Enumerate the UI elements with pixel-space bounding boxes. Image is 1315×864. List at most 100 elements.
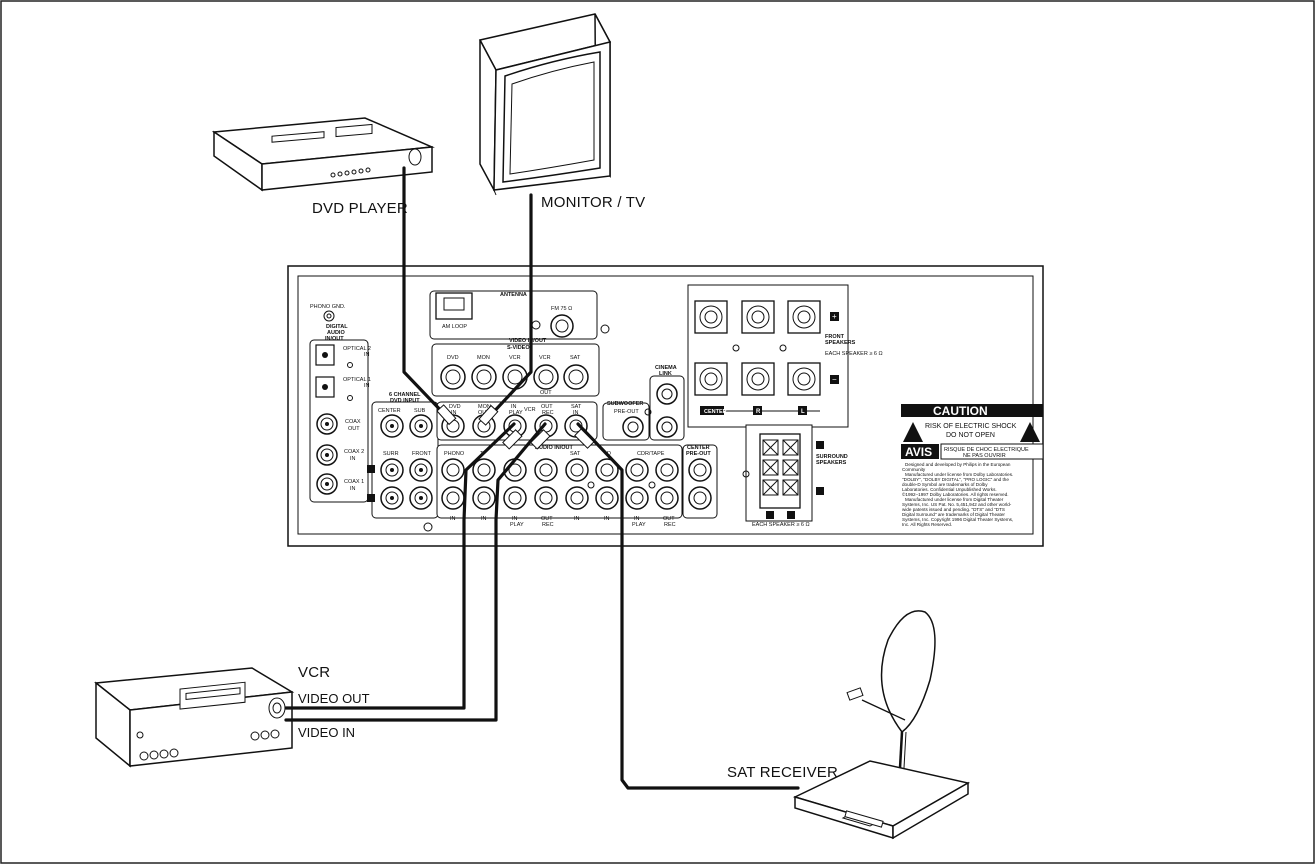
svg-text:IN: IN <box>451 410 457 416</box>
svg-text:FRONT: FRONT <box>825 334 845 340</box>
sat-receiver-device <box>792 760 971 840</box>
svg-text:RISK OF ELECTRIC SHOCK: RISK OF ELECTRIC SHOCK <box>925 423 1017 430</box>
svg-text:Designed and developed by Phil: Designed and developed by Philips in the… <box>905 462 1011 467</box>
svg-text:EACH SPEAKER ≥ 6 Ω: EACH SPEAKER ≥ 6 Ω <box>825 351 883 357</box>
svg-text:PHONO: PHONO <box>444 451 465 457</box>
svg-text:AUDIO: AUDIO <box>327 330 345 336</box>
svg-text:IN: IN <box>634 516 640 522</box>
svg-text:MON: MON <box>478 404 491 410</box>
cables <box>284 166 800 790</box>
svg-text:CENTER: CENTER <box>687 445 710 451</box>
svg-text:Manufactured under license fro: Manufactured under license from Dolby La… <box>905 472 1013 477</box>
svg-text:PRE-OUT: PRE-OUT <box>614 409 639 415</box>
audio-jacks <box>441 458 679 510</box>
svg-text:Community: Community <box>902 467 926 472</box>
svg-text:VCR: VCR <box>524 407 536 413</box>
phono-gnd-label: PHONO GND. <box>310 304 346 310</box>
vcr-label: VCR <box>298 664 330 681</box>
svg-text:SUB: SUB <box>414 408 426 414</box>
svg-text:S-VIDEO: S-VIDEO <box>507 345 530 351</box>
legal-notice: Designed and developed by Philips in the… <box>902 462 1013 527</box>
satellite-dish <box>846 610 936 769</box>
svg-text:L: L <box>801 409 805 415</box>
svg-text:−: − <box>832 375 837 384</box>
svg-text:SPEAKERS: SPEAKERS <box>825 340 856 346</box>
svg-text:Manufactured under license fro: Manufactured under license from Digital … <box>905 497 1004 502</box>
svg-text:SPEAKERS: SPEAKERS <box>816 460 847 466</box>
svg-text:SUBWOOFER: SUBWOOFER <box>607 401 643 407</box>
receiver-rear-panel: PHONO GND. DIGITAL AUDIO IN/OUT OPTICAL … <box>287 265 1044 547</box>
svg-text:Systems, Inc. US Pat. No. 5,45: Systems, Inc. US Pat. No. 5,451,942 and … <box>902 502 1012 507</box>
svg-text:Laboratories. Confidential Unp: Laboratories. Confidential Unpublished W… <box>902 487 997 492</box>
svg-text:PLAY: PLAY <box>509 410 523 416</box>
monitor-tv-device <box>478 13 612 196</box>
svg-text:CENTER: CENTER <box>378 408 401 414</box>
svg-text:+: + <box>832 312 837 321</box>
svg-text:OUT: OUT <box>663 516 675 522</box>
svg-text:IN: IN <box>450 516 456 522</box>
svg-text:COAX 1: COAX 1 <box>344 479 364 485</box>
svg-text:DVD INPUT: DVD INPUT <box>390 398 420 404</box>
svideo-jacks: DVD MON VCR VCR SAT <box>440 355 589 390</box>
svg-text:wide patents issued and pendin: wide patents issued and pending. "DTS" a… <box>902 507 1005 512</box>
svg-text:Inc. All Rights Reserved.: Inc. All Rights Reserved. <box>902 522 952 527</box>
cable-vcr-out <box>284 422 516 710</box>
cable-dvd <box>402 166 450 420</box>
svg-text:AUDIO IN/OUT: AUDIO IN/OUT <box>535 445 574 451</box>
svg-text:RISQUE DE CHOC ELECTRIQUE: RISQUE DE CHOC ELECTRIQUE <box>944 447 1029 453</box>
svg-text:SAT: SAT <box>570 355 581 361</box>
digital-audio-label: DIGITAL <box>326 324 348 330</box>
svg-text:SURROUND: SURROUND <box>816 454 848 460</box>
svg-text:MON: MON <box>477 355 490 361</box>
svg-text:"DOLBY", "DOLBY DIGITAL", "PRO: "DOLBY", "DOLBY DIGITAL", "PRO LOGIC" an… <box>902 477 1009 482</box>
svg-text:IN: IN <box>512 516 518 522</box>
dvd-player-label: DVD PLAYER <box>312 200 408 217</box>
front-speaker-terminals <box>694 300 821 396</box>
vcr-device <box>94 667 295 768</box>
svg-text:CDR/TAPE: CDR/TAPE <box>637 451 665 457</box>
vcr-video-out-label: VIDEO OUT <box>298 691 370 706</box>
svg-text:OUT: OUT <box>540 390 552 396</box>
svg-text:SURR: SURR <box>383 451 399 457</box>
svg-text:OPTICAL 2: OPTICAL 2 <box>343 346 371 352</box>
svg-text:FRONT: FRONT <box>412 451 432 457</box>
svg-text:LINK: LINK <box>659 371 672 377</box>
svg-text:Digital Surround" are trademar: Digital Surround" are trademarks of Digi… <box>902 512 1005 517</box>
svg-text:COAX: COAX <box>345 419 361 425</box>
svg-text:PLAY: PLAY <box>632 522 646 528</box>
svg-text:VIDEO IN/OUT: VIDEO IN/OUT <box>509 338 547 344</box>
svg-text:6 CHANNEL: 6 CHANNEL <box>389 392 421 398</box>
svg-text:COAX 2: COAX 2 <box>344 449 364 455</box>
svg-text:SAT: SAT <box>571 404 582 410</box>
svg-text:CENTER: CENTER <box>704 409 727 415</box>
svg-text:IN: IN <box>364 383 370 389</box>
svg-text:D: D <box>607 451 611 457</box>
svg-text:AVIS: AVIS <box>905 445 932 459</box>
svg-text:IN: IN <box>481 516 487 522</box>
svg-text:OPTICAL 1: OPTICAL 1 <box>343 377 371 383</box>
svg-text:R: R <box>756 409 761 415</box>
svg-text:IN: IN <box>604 516 610 522</box>
cable-monitor <box>486 193 533 420</box>
svg-text:IN: IN <box>350 486 356 492</box>
svg-text:IN/OUT: IN/OUT <box>325 336 344 342</box>
svg-text:IN: IN <box>573 410 579 416</box>
cable-sat <box>576 422 800 790</box>
svg-text:IN: IN <box>364 352 370 358</box>
svg-text:double-D Symbol are trademarks: double-D Symbol are trademarks of Dolby <box>902 482 988 487</box>
svg-text:IN: IN <box>350 456 356 462</box>
svg-text:PLAY: PLAY <box>510 522 524 528</box>
svg-text:AM LOOP: AM LOOP <box>442 324 467 330</box>
svg-text:OUT: OUT <box>541 516 553 522</box>
vcr-video-in-label: VIDEO IN <box>298 725 355 740</box>
caution-title: CAUTION <box>933 404 988 418</box>
sat-receiver-label: SAT RECEIVER <box>727 764 838 781</box>
coax-jacks <box>316 413 338 495</box>
svg-text:VCR: VCR <box>539 355 551 361</box>
svg-text:OUT: OUT <box>348 426 360 432</box>
svg-text:SAT: SAT <box>570 451 581 457</box>
surround-speaker-terminals <box>762 439 799 496</box>
antenna-label: ANTENNA <box>500 292 527 298</box>
svg-text:REC: REC <box>664 522 676 528</box>
